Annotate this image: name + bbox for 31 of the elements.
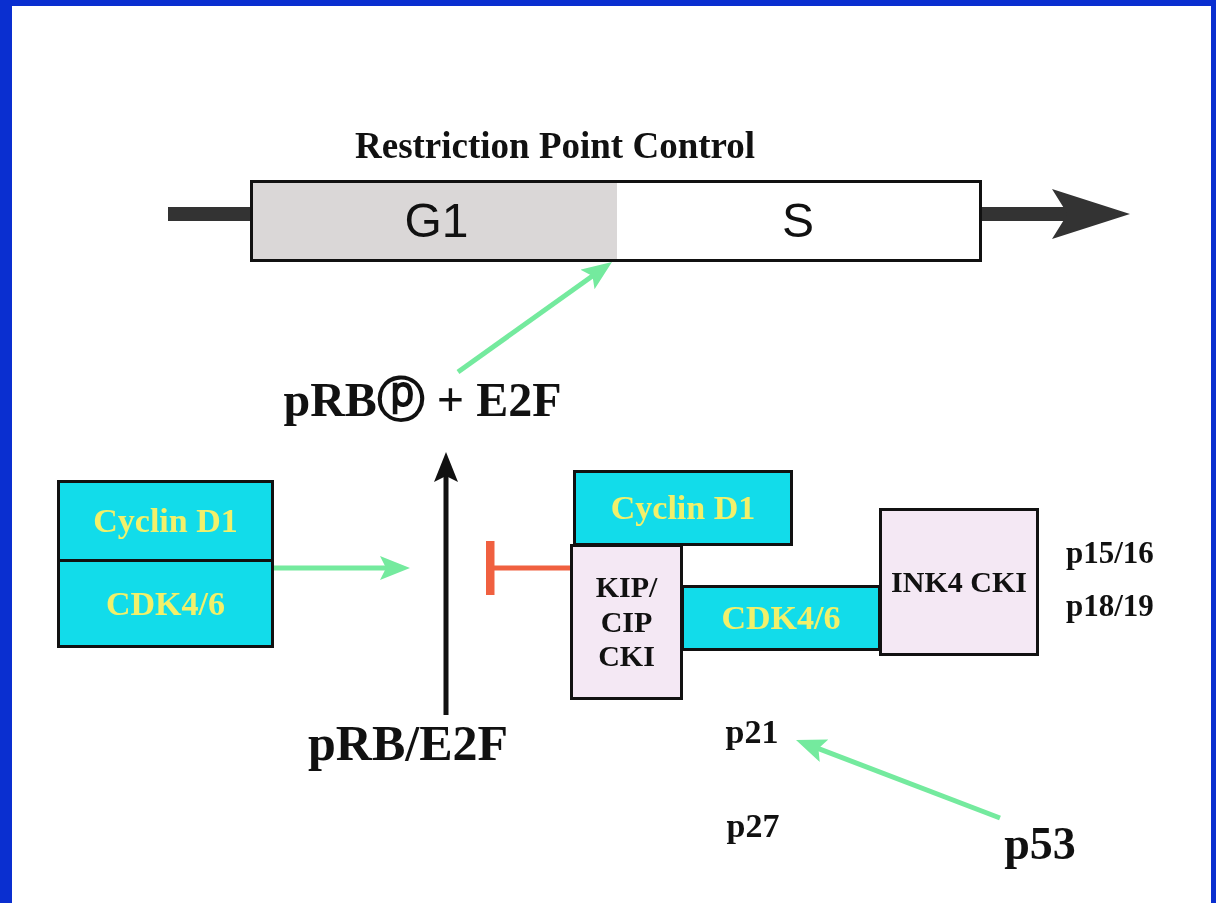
protein-label: Cyclin D1 [92, 501, 239, 541]
protein-label: S [781, 193, 815, 249]
protein-label: p27 [708, 806, 798, 856]
inhibitor-box [879, 508, 1039, 656]
protein-label: p18/19 [1066, 588, 1154, 624]
arrow [796, 739, 1001, 821]
connector-line [168, 207, 250, 221]
protein-label: Cyclin D1 [609, 488, 757, 528]
protein-label: G1 [403, 193, 470, 249]
arrow [456, 262, 612, 375]
protein-label: p53 [990, 818, 1090, 884]
diagram-title: Restriction Point Control [355, 124, 756, 167]
protein-label: CDK4/6 [720, 598, 842, 638]
protein-label: p21 [708, 712, 796, 762]
arrow [982, 189, 1130, 239]
arrow [434, 452, 458, 715]
phase-segment [617, 180, 982, 262]
inhibitor-box [570, 544, 683, 700]
protein-box [57, 559, 274, 648]
arrow [274, 556, 410, 580]
protein-label: KIP/ CIP CKI [594, 570, 659, 674]
inhibition-line [485, 541, 570, 595]
protein-label: pRB/E2F [282, 715, 534, 787]
protein-box [573, 470, 793, 546]
protein-box [681, 585, 881, 651]
protein-box [57, 480, 274, 562]
protein-label: CDK4/6 [105, 583, 226, 624]
protein-label: INK4 CKI [890, 564, 1028, 600]
phase-segment [250, 180, 620, 262]
protein-label: pRBⓟ + E2F [250, 372, 595, 452]
protein-label: p15/16 [1066, 535, 1154, 571]
